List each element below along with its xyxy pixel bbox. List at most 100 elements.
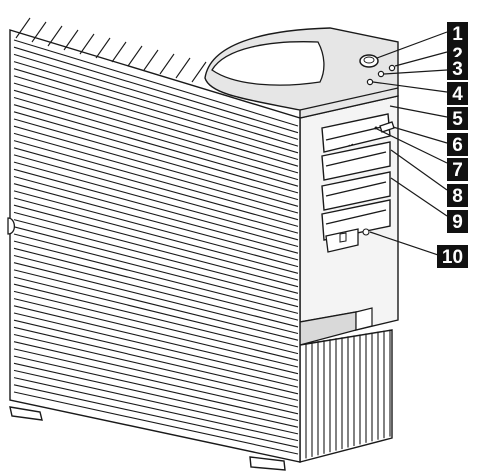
diskette-drive[interactable] (321, 199, 391, 253)
grille-slat-end (47, 25, 63, 47)
grille-slat (13, 118, 299, 201)
callout-6: 6 (447, 133, 468, 156)
callout-5: 5 (447, 107, 468, 130)
grille-slat (13, 219, 299, 294)
grille-slat (13, 132, 299, 214)
leader-lines (369, 31, 448, 259)
grille-slat-end (95, 37, 111, 59)
callout-number: 7 (452, 160, 463, 181)
callout-8: 8 (447, 184, 468, 207)
grille-slat (13, 82, 299, 167)
drive-bay-1 (321, 141, 391, 181)
grille-slat-end (79, 33, 95, 55)
grille-slat (13, 326, 299, 395)
grille-slat-end (127, 45, 143, 67)
grille-slat-end (111, 41, 127, 63)
grille-slat (13, 39, 299, 127)
callout-number: 8 (452, 186, 463, 207)
grille-slat-end (31, 21, 47, 43)
grille-slat (13, 355, 299, 422)
callout-number: 1 (452, 24, 463, 45)
side-grille-lower (299, 329, 393, 463)
grille-slat (13, 104, 299, 187)
callout-number: 9 (452, 212, 463, 233)
grille-slat (13, 276, 299, 348)
grille-slat (13, 233, 299, 308)
top-control-panel (204, 27, 399, 119)
grille-slat-end (159, 53, 175, 75)
callout-number: 4 (452, 84, 463, 105)
grille-slat (13, 269, 299, 341)
grille-slat (13, 333, 299, 401)
callout-number: 2 (452, 45, 463, 66)
callout-number: 3 (452, 59, 463, 80)
grille-slat (13, 362, 299, 428)
grille-slat (13, 341, 299, 408)
grille-slat (13, 204, 299, 281)
callout-9: 9 (447, 210, 468, 233)
grille-slat (13, 111, 299, 194)
callout-number: 6 (452, 135, 463, 156)
drive-bay-2 (321, 171, 391, 211)
grille-slat (13, 298, 299, 368)
power-led (388, 64, 396, 72)
callout-number: 5 (452, 109, 463, 130)
grille-slat (13, 68, 299, 154)
grille-slat (13, 125, 299, 207)
grille-slat (13, 61, 299, 147)
grille-slat (13, 147, 299, 227)
cd-eject-button[interactable] (379, 121, 395, 133)
grille-slat (13, 168, 299, 248)
grille-slat (13, 262, 299, 335)
cd-activity-light (374, 126, 378, 130)
grille-slat (13, 377, 299, 442)
callout-4: 4 (447, 82, 468, 105)
grille-slat (13, 161, 299, 241)
grille-slat (13, 254, 299, 328)
grille-slat (13, 75, 299, 161)
grille-slat (13, 89, 299, 174)
grille-slat (13, 369, 299, 435)
grille-slat (13, 53, 299, 140)
grille-slat (13, 197, 299, 274)
callout-7: 7 (447, 158, 468, 181)
grille-slat (13, 384, 299, 448)
grille-slat (13, 312, 299, 381)
grille-slat (13, 211, 299, 288)
left-foot (9, 406, 43, 421)
grille-slat (13, 140, 299, 221)
grille-slat (13, 283, 299, 355)
grille-slat (13, 391, 299, 455)
grille-slat (13, 290, 299, 361)
callout-1: 1 (447, 22, 468, 45)
callout-10: 10 (437, 245, 468, 268)
grille-slat-end (191, 61, 207, 83)
grille-slat-end (175, 57, 191, 79)
grille-slat (13, 183, 299, 261)
grille-slat (13, 46, 299, 134)
grille-slat (13, 305, 299, 375)
tower-feet (9, 406, 286, 471)
grille-slat (13, 154, 299, 234)
grille-slat (13, 96, 299, 181)
top-handle-recess (211, 41, 325, 86)
hard-disk-led (377, 70, 385, 78)
grille-slat (13, 348, 299, 415)
grille-slat-end (143, 49, 159, 71)
callout-labels: 1 2 3 4 5 6 7 8 (437, 22, 468, 268)
grille-slat-end (63, 29, 79, 51)
grille-slat (13, 240, 299, 314)
reset-button[interactable] (366, 78, 374, 86)
side-grille-main (7, 17, 301, 463)
grille-slat (13, 319, 299, 388)
side-panel-latch (7, 217, 16, 235)
diskette-eject-button[interactable] (362, 228, 370, 236)
grille-slat-end (15, 17, 31, 39)
grille-slat (13, 226, 299, 301)
callout-number: 10 (442, 247, 463, 268)
callout-3: 3 (447, 57, 468, 80)
grille-slat (13, 247, 299, 321)
grille-slat (13, 175, 299, 254)
right-foot (249, 456, 286, 471)
